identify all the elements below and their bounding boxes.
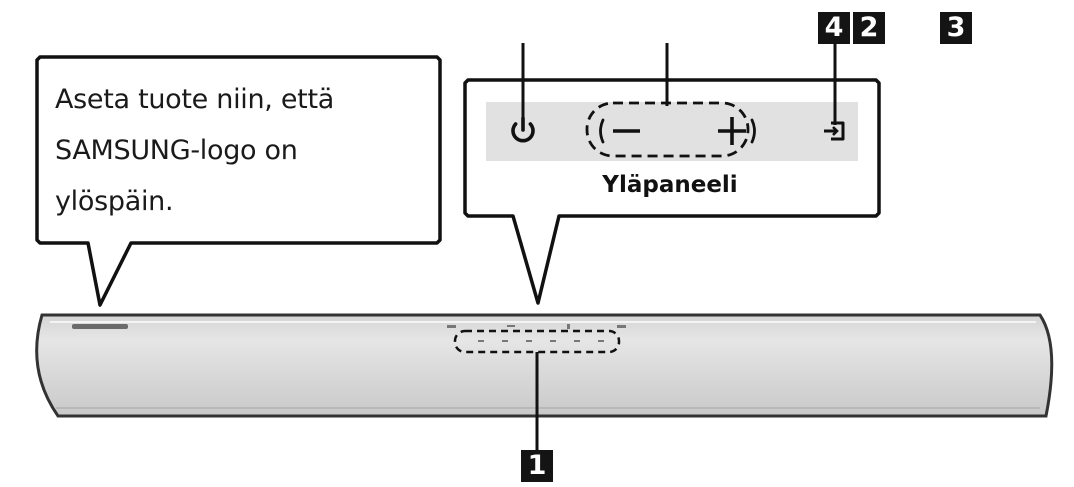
power-icon bbox=[511, 116, 535, 143]
source-input-icon bbox=[824, 121, 845, 141]
volume-highlight bbox=[585, 101, 750, 158]
soundbar-body bbox=[35, 313, 1054, 418]
callout-line-3: ylöspäin. bbox=[55, 186, 174, 217]
callout-line-1: Aseta tuote niin, että bbox=[55, 84, 334, 115]
samsung-logo bbox=[72, 324, 128, 329]
soundbar-control-marks bbox=[447, 324, 626, 342]
top-panel-strip bbox=[486, 102, 858, 161]
badge-2: 2 bbox=[853, 12, 885, 44]
minus-icon bbox=[599, 118, 640, 144]
callout-text: Aseta tuote niin, että SAMSUNG-logo on y… bbox=[55, 74, 415, 227]
callout-line-2: SAMSUNG-logo on bbox=[55, 135, 298, 166]
panel-title: Yläpaneeli bbox=[602, 172, 738, 198]
badge-3: 3 bbox=[940, 12, 972, 44]
badge-1: 1 bbox=[521, 450, 553, 482]
plus-icon bbox=[718, 117, 756, 145]
callout-bubble bbox=[35, 55, 442, 307]
badge-4: 4 bbox=[818, 12, 850, 44]
soundbar-controls-highlight bbox=[453, 329, 621, 354]
